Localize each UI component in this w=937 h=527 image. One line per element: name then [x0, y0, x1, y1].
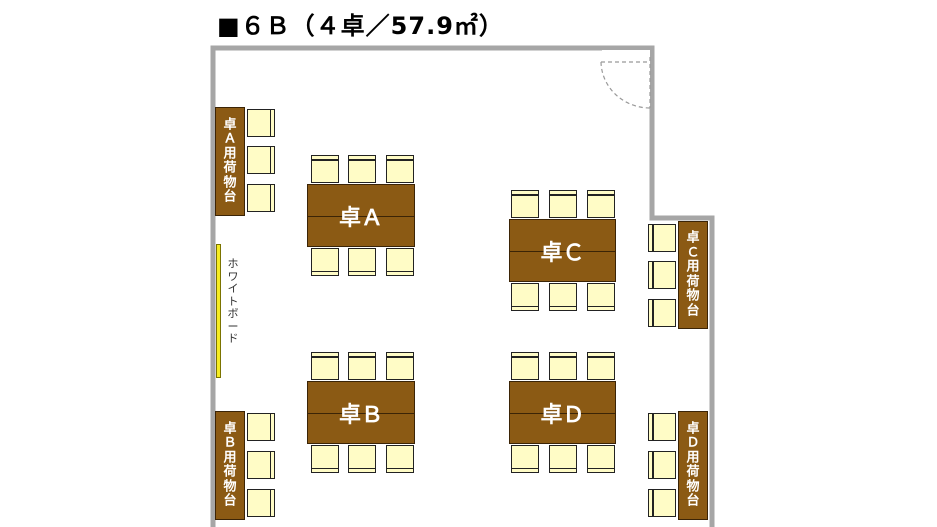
chair: [348, 352, 376, 380]
table-d-label: 卓Ｄ: [540, 402, 585, 428]
chair: [648, 451, 676, 479]
chair: [549, 352, 577, 380]
chair: [511, 445, 539, 473]
door-opening: [602, 50, 650, 108]
chair: [648, 299, 676, 327]
table-c: 卓Ｃ: [509, 219, 616, 282]
table-a: 卓Ａ: [307, 184, 415, 247]
luggage-stand-d-label: 卓Ｄ用荷物台: [686, 421, 700, 509]
chair: [511, 190, 539, 218]
chair: [247, 146, 275, 174]
chair: [311, 248, 339, 276]
table-a-label: 卓Ａ: [338, 205, 383, 231]
luggage-stand-d: 卓Ｄ用荷物台: [678, 411, 708, 520]
chair: [549, 283, 577, 311]
room-wall: [210, 45, 715, 527]
table-d: 卓Ｄ: [509, 381, 616, 444]
chair: [587, 445, 615, 473]
chair: [549, 190, 577, 218]
whiteboard: [216, 244, 221, 378]
chair: [386, 445, 414, 473]
page-title: ■６Ｂ（４卓／57.9㎡）: [217, 12, 504, 40]
chair: [348, 445, 376, 473]
chair: [386, 248, 414, 276]
table-c-label: 卓Ｃ: [540, 240, 585, 266]
chair: [247, 413, 275, 441]
luggage-stand-b-label: 卓Ｂ用荷物台: [223, 421, 237, 509]
chair: [348, 248, 376, 276]
chair: [648, 261, 676, 289]
luggage-stand-c-label: 卓Ｃ用荷物台: [686, 230, 700, 318]
chair: [247, 451, 275, 479]
luggage-stand-b: 卓Ｂ用荷物台: [215, 411, 245, 520]
chair: [648, 224, 676, 252]
chair: [247, 184, 275, 212]
chair: [311, 155, 339, 183]
chair: [311, 352, 339, 380]
chair: [511, 352, 539, 380]
luggage-stand-a: 卓Ａ用荷物台: [215, 107, 245, 216]
chair: [587, 190, 615, 218]
chair: [247, 109, 275, 137]
luggage-stand-a-label: 卓Ａ用荷物台: [223, 117, 237, 205]
chair: [648, 489, 676, 517]
chair: [549, 445, 577, 473]
chair: [386, 155, 414, 183]
chair: [587, 283, 615, 311]
chair: [386, 352, 414, 380]
chair: [511, 283, 539, 311]
whiteboard-label: ホワイトボード: [227, 257, 239, 345]
chair: [648, 413, 676, 441]
table-b: 卓Ｂ: [307, 381, 415, 444]
door-icon: [600, 57, 651, 109]
luggage-stand-c: 卓Ｃ用荷物台: [678, 221, 708, 329]
table-b-label: 卓Ｂ: [338, 402, 383, 428]
chair: [247, 489, 275, 517]
chair: [348, 155, 376, 183]
chair: [311, 445, 339, 473]
chair: [587, 352, 615, 380]
